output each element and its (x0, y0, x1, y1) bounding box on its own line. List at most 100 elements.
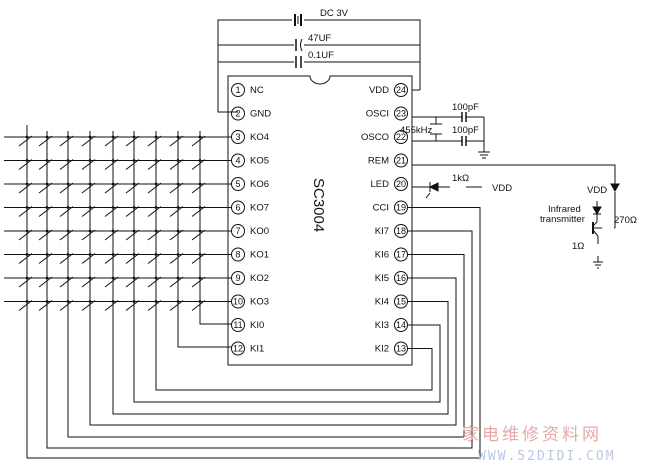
pin-number-7: 7 (235, 226, 240, 236)
junction-dot (45, 182, 49, 186)
pin-number-17: 17 (396, 250, 406, 260)
pin-number-8: 8 (235, 250, 240, 260)
key-switch (147, 135, 162, 147)
key-switch (59, 276, 74, 288)
junction-dot (198, 182, 202, 186)
pin-label-4: KO5 (250, 156, 269, 167)
pin-circle-12 (231, 341, 245, 356)
key-switch (104, 300, 119, 311)
junction-dot (132, 182, 136, 186)
led-resistor-label: 1kΩ (452, 173, 469, 184)
pin-number-19: 19 (396, 203, 406, 213)
key-switch (81, 276, 96, 288)
key-switch (38, 229, 53, 241)
pin-number-13: 13 (396, 344, 406, 354)
key-switch (81, 229, 96, 241)
junction-dot (132, 135, 136, 139)
key-switch (125, 276, 140, 288)
pin-label-8: KO1 (250, 250, 269, 261)
ki-return-0 (26, 207, 481, 459)
junction-dot (45, 300, 49, 303)
junction-dot (198, 135, 202, 139)
watermark-title: 家电维修资料网 (462, 425, 602, 445)
battery-symbol (292, 14, 304, 26)
junction-dot (154, 276, 158, 280)
key-switch (59, 229, 74, 241)
ki1-wire (177, 301, 232, 348)
ir-label-line1: Infrared (548, 204, 581, 215)
junction-dot (88, 300, 92, 303)
junction-dot (25, 229, 29, 233)
led-indicator (412, 182, 488, 199)
junction-dot (132, 276, 136, 280)
junction-dot (132, 159, 136, 162)
key-switch (147, 159, 162, 170)
pin-label-12: KI1 (250, 344, 264, 355)
key-switch (191, 300, 206, 311)
pin-label-5: KO6 (250, 179, 269, 190)
pin-label-15: KI4 (375, 297, 389, 308)
ki-return-4 (112, 301, 449, 415)
osc-cap-bottom-label: 100pF (452, 125, 479, 136)
key-switch (38, 182, 53, 194)
key-switch (125, 229, 140, 241)
key-switch (169, 182, 184, 194)
cap-47uf-label: 47UF (308, 33, 331, 44)
junction-dot (111, 206, 115, 209)
junction-dot (111, 182, 115, 186)
ir-transmitter-circuit (592, 195, 615, 269)
key-switch (81, 300, 96, 311)
pin-circle-20 (394, 177, 408, 191)
led-vdd-label: VDD (492, 183, 512, 194)
junction-dot (25, 300, 29, 303)
junction-dot (198, 253, 202, 256)
watermark-url: WWW.52DIDI.COM (478, 449, 616, 464)
ki-return-6 (155, 312, 433, 391)
pin-number-5: 5 (235, 179, 240, 189)
junction-dot (176, 229, 180, 233)
junction-dot (25, 206, 29, 209)
pin-number-2: 2 (235, 109, 240, 119)
pin-label-13: KI2 (375, 344, 389, 355)
junction-dot (25, 276, 29, 280)
key-switch (147, 276, 162, 288)
key-switch (104, 135, 119, 147)
key-switch (59, 253, 74, 264)
junction-dot (198, 229, 202, 233)
key-switch (104, 206, 119, 217)
junction-dot (45, 229, 49, 233)
pin-number-12: 12 (233, 344, 243, 354)
junction-dot (66, 300, 70, 303)
right-pin-group: 24VDD23OSCI22OSCO21REM20LED19CCI18KI717K… (361, 83, 408, 356)
power-rail (217, 19, 421, 113)
osc-cap-top-label: 100pF (452, 102, 479, 113)
key-switch (147, 182, 162, 194)
key-switch (18, 135, 33, 147)
key-switch (191, 182, 206, 194)
pin-circle-24 (394, 83, 408, 97)
junction-dot (111, 300, 115, 303)
junction-dot (25, 159, 29, 162)
pin-label-19: CCI (373, 203, 389, 214)
key-switch (38, 253, 53, 264)
junction-dot (66, 253, 70, 256)
key-switch (104, 253, 119, 264)
key-matrix (4, 125, 232, 312)
junction-dot (45, 276, 49, 280)
ki-return-wires (26, 207, 481, 459)
pin-label-20: LED (371, 179, 390, 190)
junction-dot (132, 206, 136, 209)
pin-number-1: 1 (235, 85, 240, 95)
key-switch (191, 276, 206, 288)
junction-dot (198, 276, 202, 280)
ir-label-line2: transmitter (540, 214, 585, 225)
oscillator-circuit (412, 112, 490, 159)
pin-label-3: KO4 (250, 132, 269, 143)
chip-body (227, 75, 413, 366)
key-switch (81, 182, 96, 194)
pin-circle-1 (231, 83, 245, 97)
key-switch (18, 229, 33, 241)
junction-dot (88, 159, 92, 162)
pin-number-14: 14 (396, 320, 406, 330)
